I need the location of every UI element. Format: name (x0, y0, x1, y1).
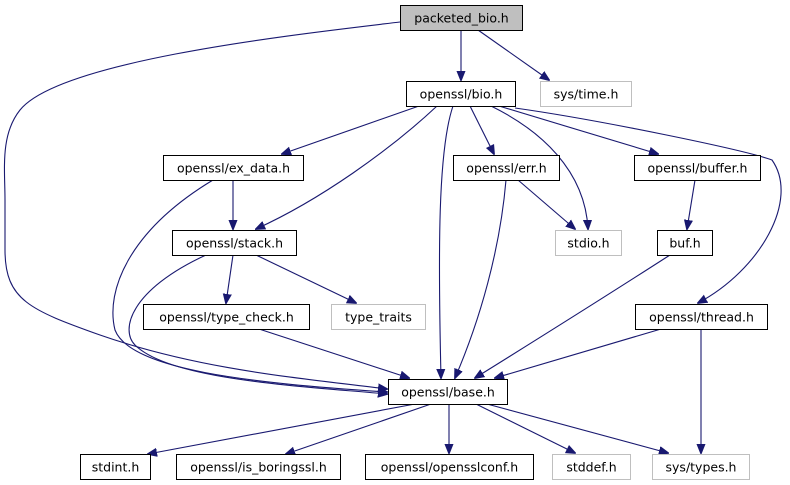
node-label: openssl/is_boringssl.h (190, 460, 327, 475)
node-box (331, 304, 426, 330)
node-box (365, 454, 534, 480)
node-box (176, 454, 341, 480)
edge-stack-to-type_traits (255, 254, 356, 303)
edge-packeted_bio-to-base (3, 21, 401, 389)
node-label: openssl/type_check.h (159, 310, 294, 325)
edge-buffer-to-buf (687, 179, 696, 229)
node-opensslconf[interactable]: openssl/opensslconf.h (365, 454, 534, 480)
node-bio[interactable]: openssl/bio.h (406, 81, 516, 107)
node-stdio: stdio.h (555, 230, 622, 256)
node-label: stddef.h (566, 460, 616, 475)
node-box (80, 454, 151, 480)
edge-err-to-base (455, 179, 507, 378)
edge-bio-to-ex_data (282, 105, 420, 154)
edge-base-to-systypes (486, 403, 668, 453)
node-thread[interactable]: openssl/thread.h (635, 304, 768, 330)
edge-stack-to-type_check (226, 254, 234, 303)
node-type-traits: type_traits (331, 304, 426, 330)
node-stddef: stddef.h (552, 454, 631, 480)
node-box (555, 230, 622, 256)
node-label: stdint.h (92, 460, 140, 475)
node-systime: sys/time.h (540, 81, 632, 107)
node-label: sys/types.h (666, 460, 737, 475)
node-label: openssl/opensslconf.h (381, 460, 518, 475)
node-label: openssl/bio.h (420, 87, 503, 102)
node-stdint[interactable]: stdint.h (80, 454, 151, 480)
edge-type_check-to-base (258, 328, 409, 378)
node-label: sys/time.h (554, 87, 619, 102)
node-label: openssl/base.h (401, 385, 495, 400)
edge-buf-to-base (475, 254, 671, 378)
edge-bio-to-base (439, 105, 454, 378)
edge-stack-to-base (128, 254, 387, 394)
node-label: openssl/ex_data.h (177, 161, 290, 176)
edge-bio-to-buffer (498, 105, 658, 154)
node-systypes: sys/types.h (652, 454, 750, 480)
node-box (172, 230, 297, 256)
node-ex-data[interactable]: openssl/ex_data.h (163, 155, 304, 181)
edge-bio-to-stdio (490, 105, 588, 229)
node-label: openssl/thread.h (649, 310, 754, 325)
edge-packeted_bio-to-systime (477, 29, 549, 80)
node-label: type_traits (345, 310, 412, 325)
edge-base-to-stddef (475, 403, 575, 453)
node-box (163, 155, 304, 181)
node-label: buf.h (669, 236, 700, 251)
node-box (652, 454, 750, 480)
edge-bio-to-err (469, 105, 494, 154)
edges-layer (3, 21, 782, 454)
edge-base-to-is_boringssl (286, 403, 432, 454)
node-label: stdio.h (567, 236, 609, 251)
node-label: openssl/err.h (466, 161, 546, 176)
node-box (540, 81, 632, 107)
node-base[interactable]: openssl/base.h (388, 379, 508, 405)
node-label: openssl/stack.h (186, 236, 283, 251)
node-box (552, 454, 631, 480)
node-err[interactable]: openssl/err.h (453, 155, 560, 181)
nodes-layer: packeted_bio.h openssl/bio.h sys/time.h ope… (80, 5, 768, 480)
node-is-boringssl[interactable]: openssl/is_boringssl.h (176, 454, 341, 480)
node-buf[interactable]: buf.h (657, 230, 713, 256)
node-type-check[interactable]: openssl/type_check.h (143, 304, 310, 330)
edge-ex_data-to-base (112, 179, 387, 392)
edge-base-to-stdint (148, 403, 416, 454)
edge-bio-to-thread (514, 107, 782, 303)
node-box (453, 155, 560, 181)
node-box (635, 304, 768, 330)
edge-thread-to-base (495, 328, 662, 378)
node-packeted-bio[interactable]: packeted_bio.h (400, 5, 523, 31)
node-box (143, 304, 310, 330)
node-label: packeted_bio.h (414, 11, 508, 26)
node-stack[interactable]: openssl/stack.h (172, 230, 297, 256)
node-box (634, 155, 761, 181)
node-label: openssl/buffer.h (648, 161, 748, 176)
edge-err-to-stdio (517, 179, 575, 229)
node-buffer[interactable]: openssl/buffer.h (634, 155, 761, 181)
node-box (406, 81, 516, 107)
edge-bio-to-stack (256, 105, 438, 229)
node-box (388, 379, 508, 405)
node-box (400, 5, 523, 31)
node-box (657, 230, 713, 256)
